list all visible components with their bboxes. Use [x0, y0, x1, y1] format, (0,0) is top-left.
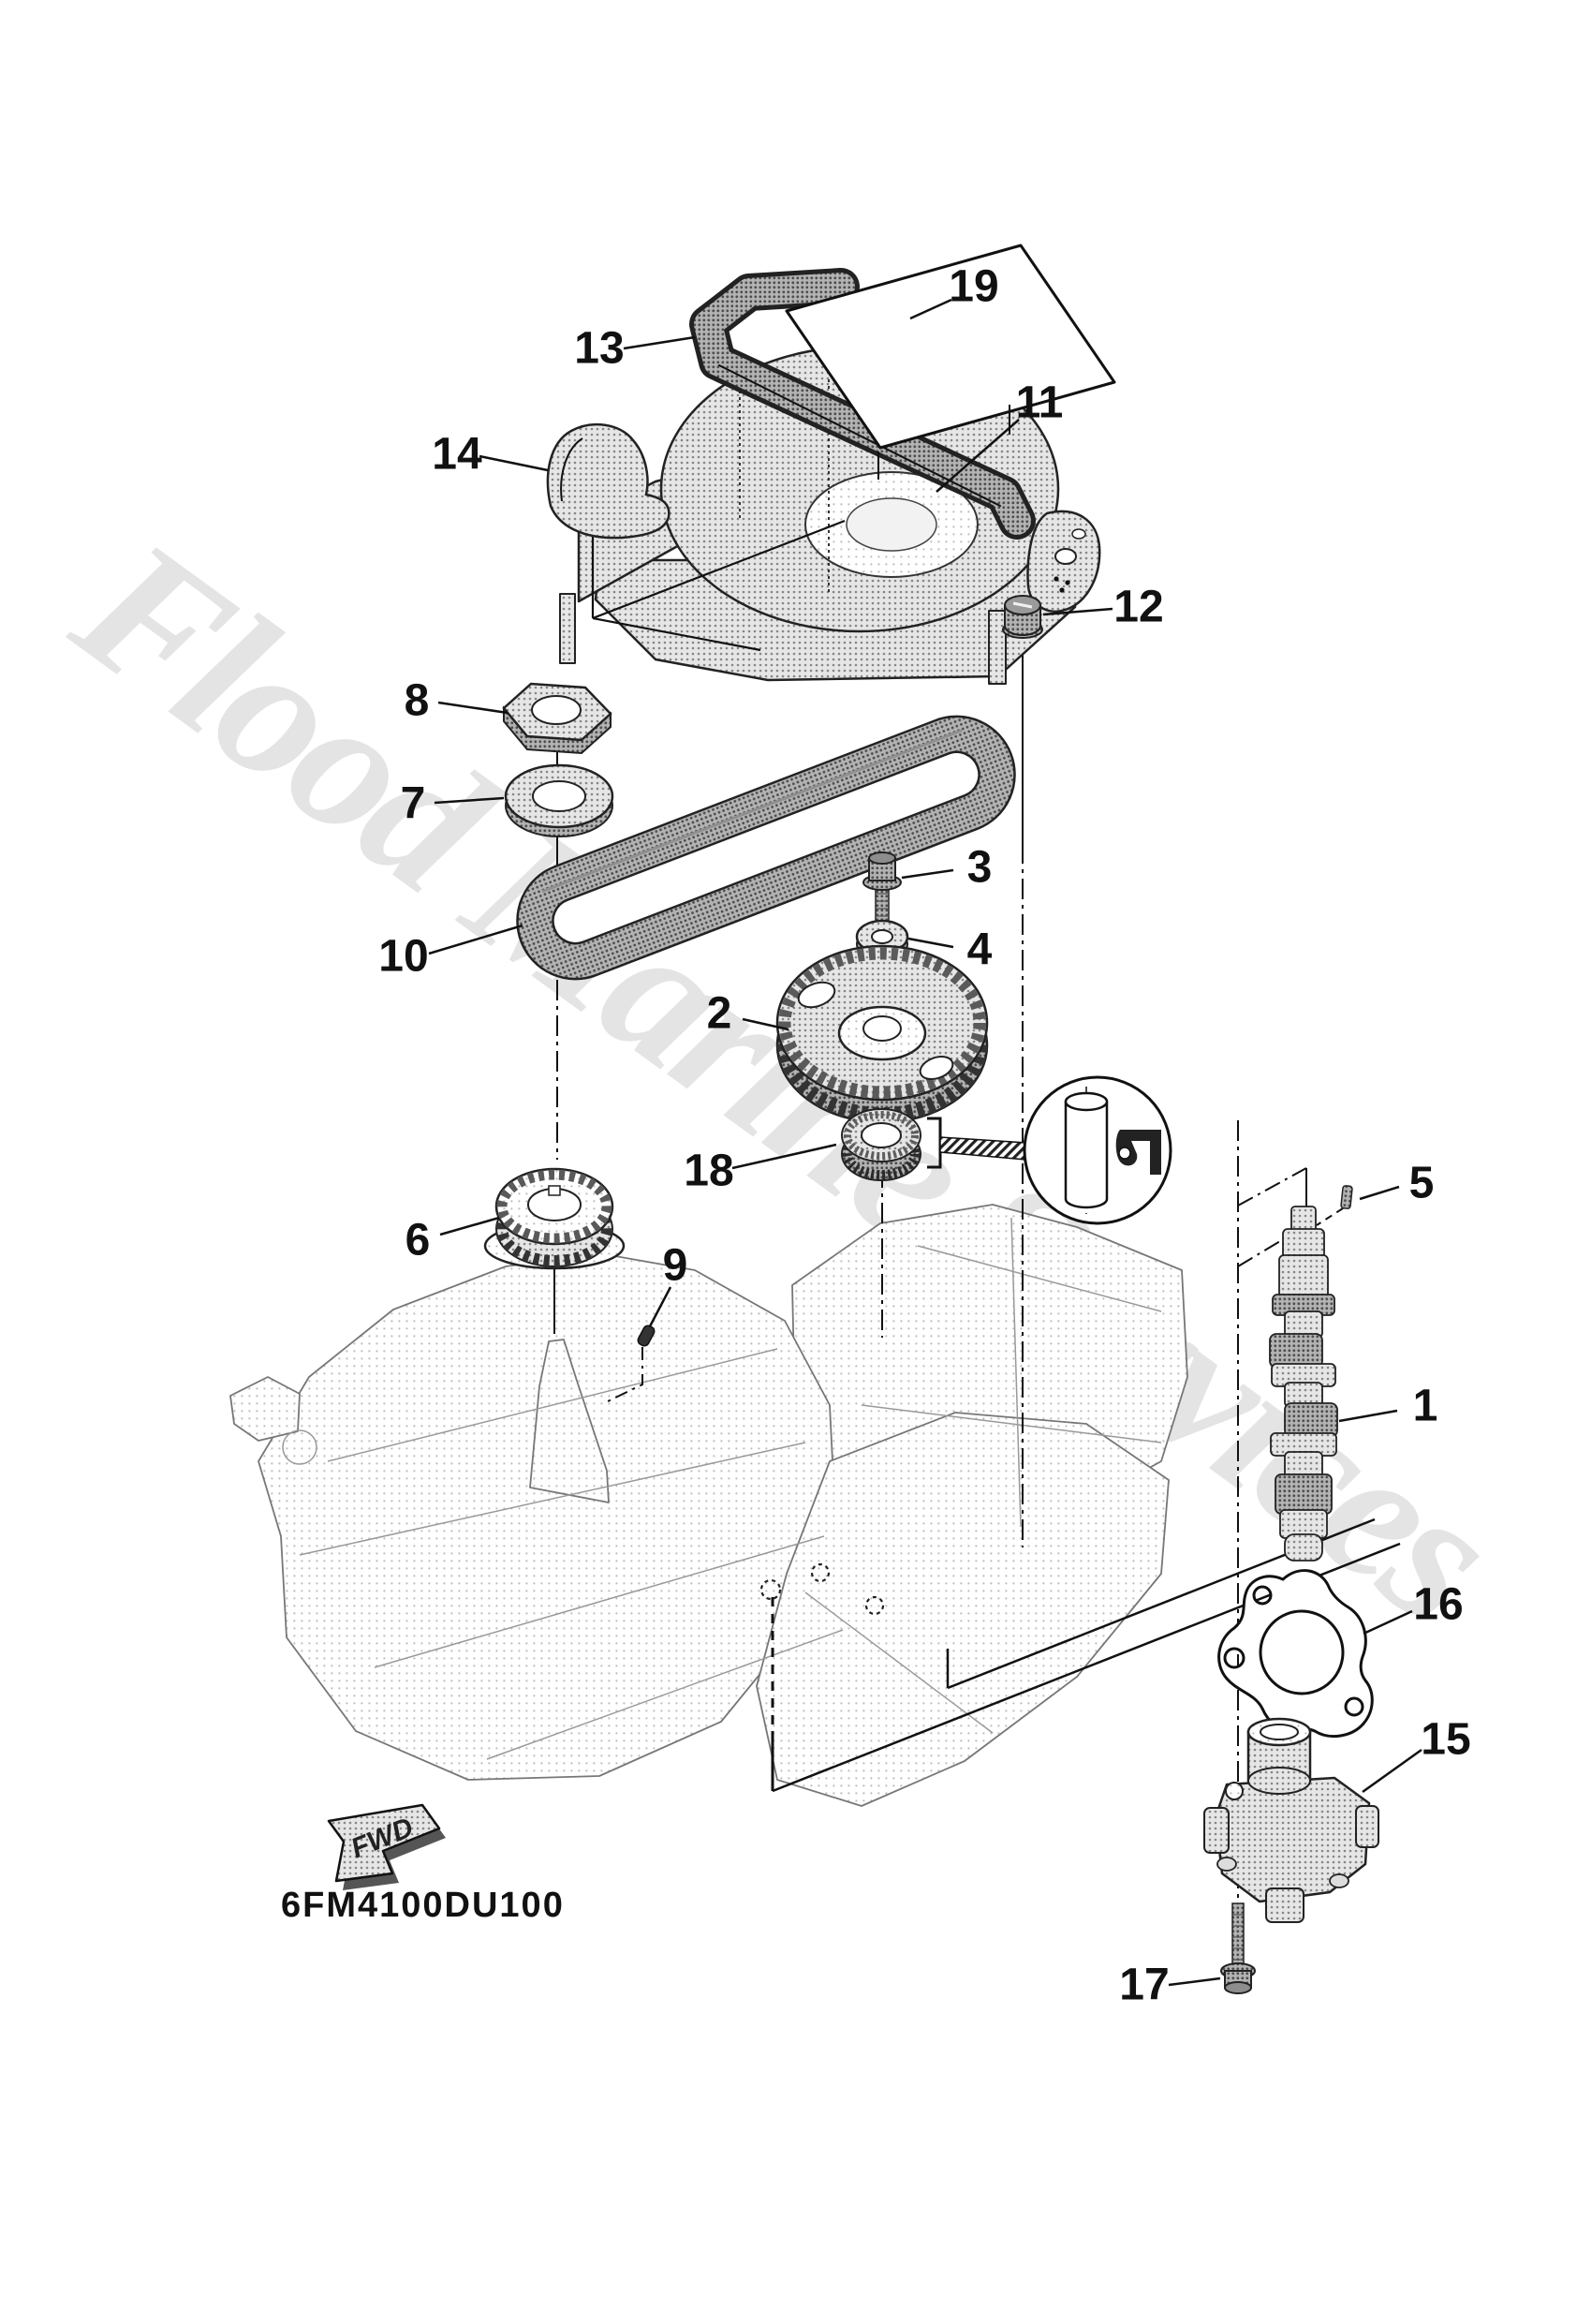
- camshaft-gear: [775, 944, 989, 1124]
- callout-leader-16: [1363, 1609, 1413, 1636]
- oil-pump: [1203, 1717, 1379, 1923]
- crank-sprocket: [483, 1167, 626, 1270]
- callout-leader-12: [1042, 607, 1113, 616]
- timing-belt: [516, 715, 1016, 981]
- callout-2: 2: [707, 989, 732, 1039]
- callout-4: 4: [967, 925, 993, 975]
- callout-leader-5: [1359, 1185, 1400, 1201]
- engine-block-detail-lines: [282, 1217, 1162, 1760]
- callout-18: 18: [684, 1147, 733, 1196]
- callout-leader-18: [731, 1143, 837, 1170]
- crankshaft-nose-boss: [529, 1339, 610, 1503]
- callout-8: 8: [405, 676, 430, 726]
- callout-leader-19: [909, 298, 952, 320]
- callout-13: 13: [574, 324, 624, 374]
- callout-14: 14: [432, 430, 482, 480]
- crank-nut: [502, 682, 612, 755]
- callout-leader-8: [437, 701, 508, 715]
- rubber-seal: [689, 268, 1036, 540]
- fwd-arrow-face: [327, 1803, 441, 1883]
- cover-nut: [1002, 595, 1043, 639]
- callout-leader-2: [742, 1017, 789, 1031]
- callout-leader-6: [439, 1216, 500, 1236]
- gear-bolt: [862, 851, 902, 923]
- cover-ear-hole-2: [1071, 528, 1086, 540]
- engine-block: [229, 1204, 1188, 1807]
- callout-15: 15: [1421, 1715, 1470, 1765]
- callout-leader-11: [936, 419, 1020, 493]
- detail-inset: [1023, 1075, 1172, 1225]
- callout-leader-15: [1362, 1748, 1422, 1794]
- cover-ear-dots: [1054, 576, 1070, 593]
- cover-fin-left: [559, 593, 576, 664]
- cover-fin-right: [988, 610, 1007, 685]
- block-lower-right-section: [756, 1412, 1170, 1807]
- callout-leader-1: [1338, 1409, 1398, 1423]
- pump-gasket: [1217, 1569, 1374, 1739]
- camshaft: [1269, 1206, 1338, 1562]
- part-code: 6FM4100DU100: [281, 1886, 565, 1925]
- cover-seal-groove-lines: [739, 379, 830, 596]
- callout-3: 3: [967, 843, 993, 893]
- callout-leader-7: [434, 796, 505, 805]
- callout-11: 11: [1016, 378, 1064, 428]
- callout-7: 7: [401, 779, 426, 829]
- fwd-arrow: FWD: [327, 1803, 446, 1890]
- plate-washer: [504, 763, 614, 837]
- cover-dish-center: [846, 497, 937, 552]
- sticker-label: [785, 244, 1116, 480]
- callout-12: 12: [1113, 583, 1163, 632]
- pump-bolt: [1220, 1902, 1256, 1994]
- callout-5: 5: [1409, 1159, 1435, 1208]
- block-hidden-bolt-holes: [759, 1562, 885, 1616]
- dowel-pin: [1064, 1102, 1109, 1209]
- rubber-cap: [546, 423, 671, 540]
- callout-9: 9: [663, 1241, 688, 1291]
- gear-spacer: [841, 1108, 921, 1181]
- callout-10: 10: [378, 932, 428, 982]
- dowel-pin-5: [1340, 1185, 1353, 1209]
- callout-16: 16: [1413, 1580, 1463, 1630]
- callout-leader-17: [1168, 1976, 1221, 1987]
- callout-leader-3: [901, 868, 954, 880]
- callout-leader-4: [907, 937, 954, 949]
- callout-leader-9: [648, 1286, 672, 1327]
- callout-6: 6: [405, 1216, 431, 1266]
- pin-align-dash: [1316, 1207, 1344, 1226]
- block-main-crankcase: [258, 1252, 836, 1781]
- cover-ear-hole: [1054, 548, 1077, 565]
- callout-19: 19: [949, 262, 998, 312]
- oil-seal-section: [1115, 1130, 1161, 1175]
- callout-1: 1: [1413, 1382, 1438, 1431]
- callout-leader-14: [479, 454, 549, 472]
- callout-17: 17: [1119, 1961, 1169, 2010]
- callout-leader-10: [428, 924, 523, 955]
- callout-leader-13: [623, 335, 696, 350]
- block-left-ear: [229, 1376, 301, 1442]
